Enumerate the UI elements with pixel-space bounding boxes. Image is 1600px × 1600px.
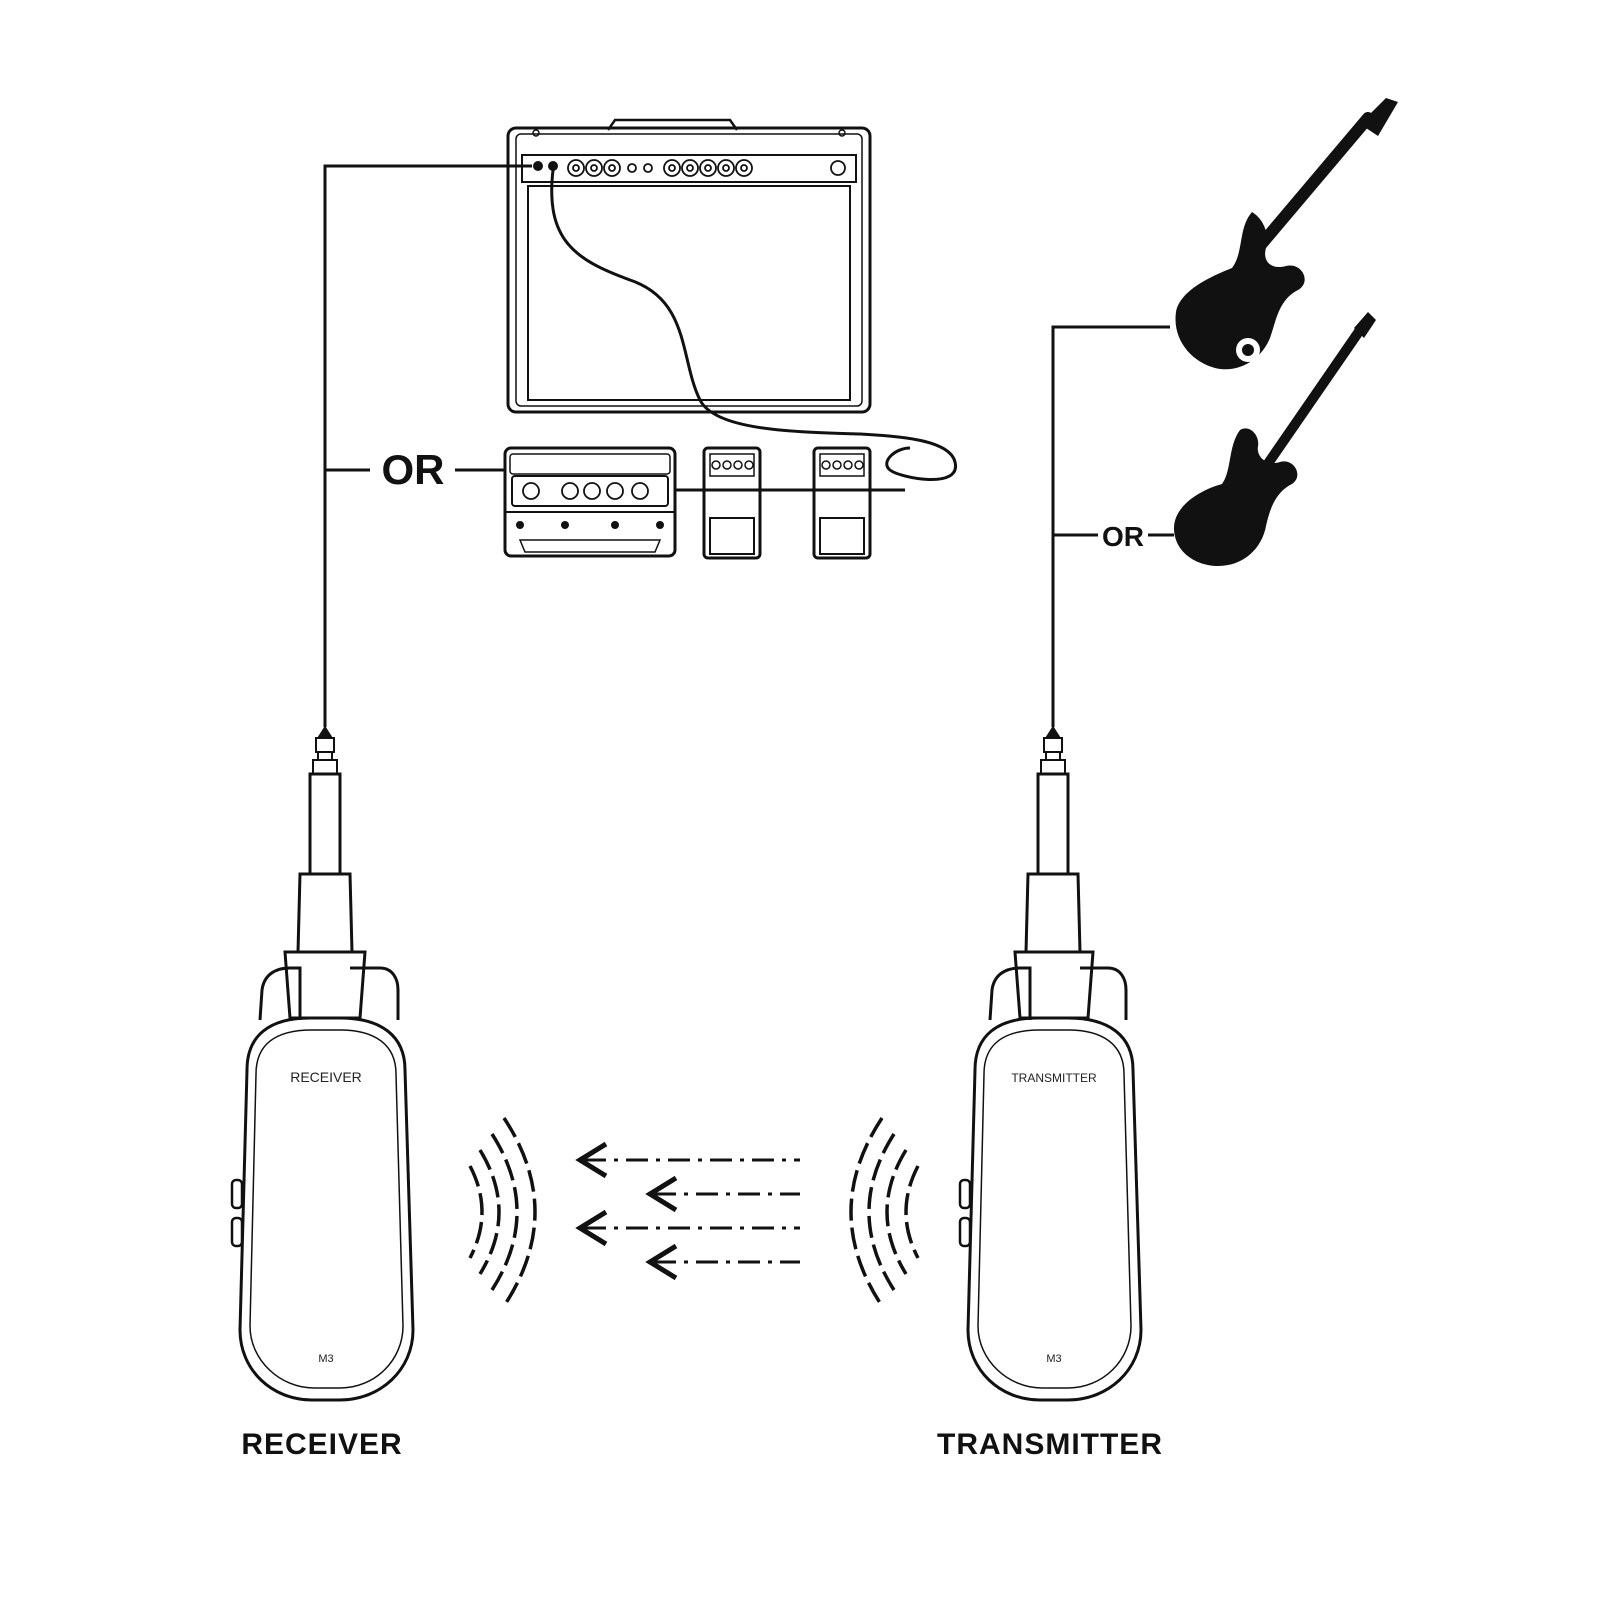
or-label-left: OR xyxy=(382,446,445,493)
transmitter-body-label: TRANSMITTER xyxy=(1011,1071,1097,1085)
transmitter-signal-waves-icon xyxy=(849,1117,920,1307)
electric-guitar-icon xyxy=(1175,98,1398,370)
arrow-left-icon-4 xyxy=(645,1243,800,1281)
arrow-left-icon-3 xyxy=(575,1209,800,1247)
receiver-body-label: RECEIVER xyxy=(290,1069,362,1085)
electric-guitar-icon-2 xyxy=(1174,312,1376,566)
receiver-cable-lines xyxy=(323,164,532,727)
signal-arrows xyxy=(575,1141,800,1281)
multi-effects-pedal-icon xyxy=(503,446,677,558)
transmitter-cable-lines xyxy=(1051,325,1174,727)
receiver-signal-waves-icon xyxy=(468,1117,537,1307)
stomp-pedal-icon-2 xyxy=(812,446,872,560)
transmitter-caption: TRANSMITTER xyxy=(937,1428,1163,1461)
arrow-left-icon-2 xyxy=(645,1175,800,1213)
wireless-transmitter-icon xyxy=(958,725,1143,1402)
receiver-model-label: M3 xyxy=(318,1353,333,1365)
wireless-receiver-icon xyxy=(230,725,415,1402)
arrow-left-icon xyxy=(575,1141,800,1179)
transmitter-model-label: M3 xyxy=(1046,1353,1061,1365)
guitar-amplifier-icon xyxy=(506,118,957,482)
stomp-pedal-icon xyxy=(702,446,762,560)
or-label-right: OR xyxy=(1102,521,1144,552)
receiver-caption: RECEIVER xyxy=(241,1428,402,1461)
